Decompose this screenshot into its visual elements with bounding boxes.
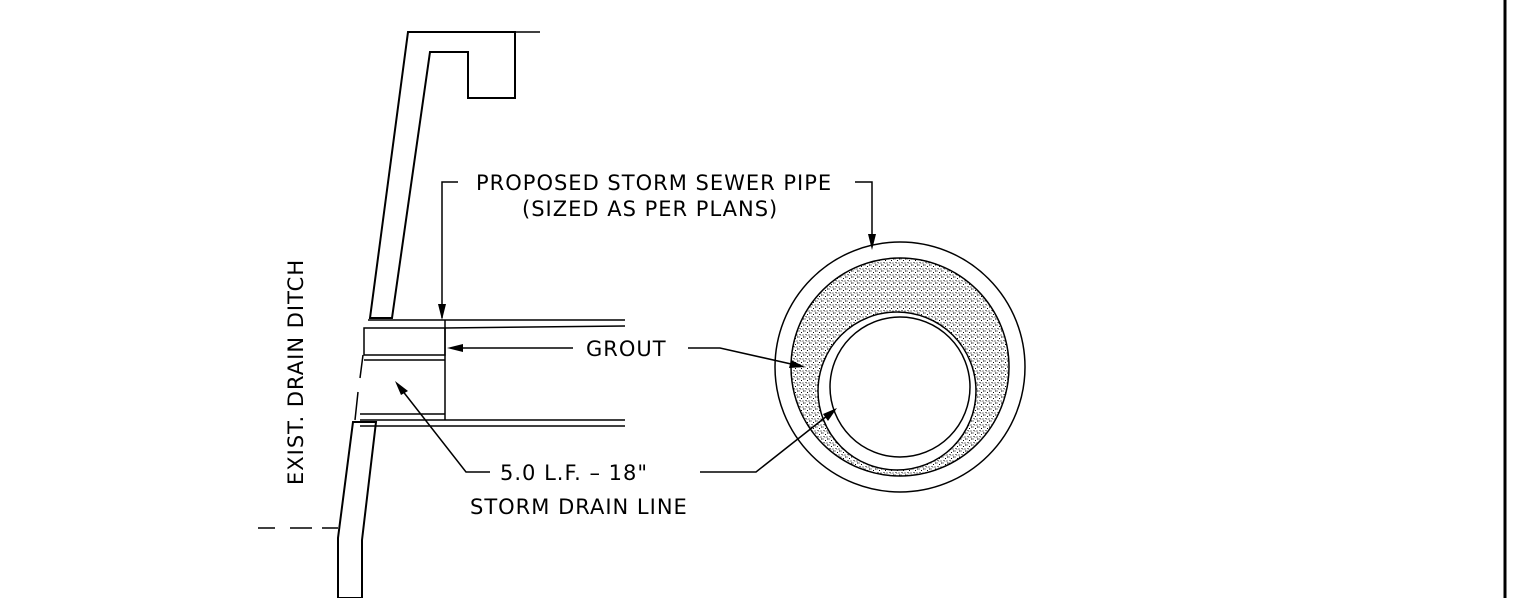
drain-leader-left (397, 384, 490, 473)
drain-leader-right (700, 411, 833, 473)
pipe-top-inner (444, 325, 626, 329)
grout-leader-right-arrow (789, 360, 805, 368)
ditch-label: EXIST. DRAIN DITCH (284, 259, 308, 485)
pipe-label-line1: PROPOSED STORM SEWER PIPE (476, 171, 832, 195)
pipe-leader-right-arrow (868, 234, 876, 250)
opening-dash (354, 354, 364, 421)
drain-leader-right-arrow (823, 408, 837, 421)
grout-leader-left-arrow (447, 344, 463, 352)
grout-leader-right (688, 347, 801, 367)
pipe-label-line2: (SIZED AS PER PLANS) (522, 197, 778, 221)
ditch-wall-upper (368, 31, 516, 319)
outer-opening-circle (774, 241, 1026, 493)
pipe-leader-right (855, 181, 873, 246)
drain-label-line1: 5.0 L.F. – 18" (500, 461, 648, 485)
pipe-leader-left-arrow (438, 304, 446, 320)
grout-band (363, 327, 446, 356)
pipe-leader-left (441, 181, 458, 318)
grout-ring (790, 258, 1009, 476)
pipe-outer-circle (817, 311, 977, 471)
drain-leader-left-arrow (395, 381, 408, 395)
drain-label-line2: STORM DRAIN LINE (470, 495, 688, 519)
pipe-inner-circle (829, 316, 971, 458)
ditch-wall-lower (337, 421, 378, 599)
grout-label: GROUT (586, 337, 667, 361)
